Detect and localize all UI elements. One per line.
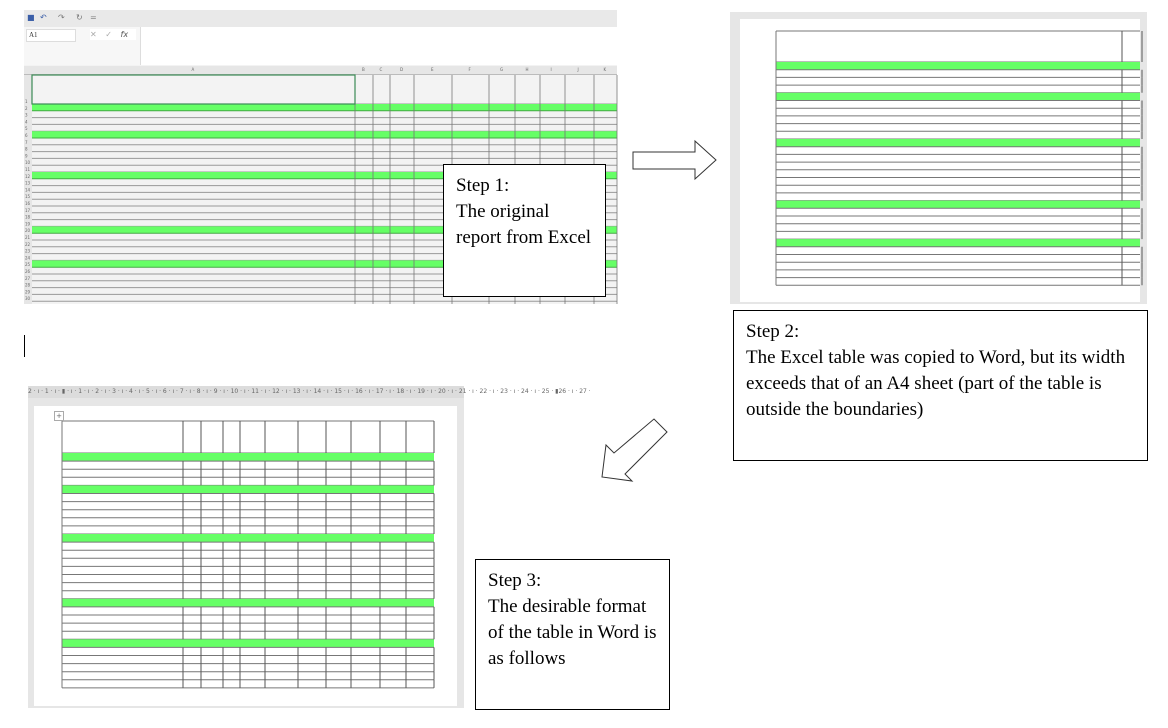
row-number: 15 <box>25 194 31 199</box>
step3-callout: Step 3: The desirable format of the tabl… <box>475 559 670 710</box>
row-number: 4 <box>25 119 28 124</box>
formula-input[interactable] <box>140 27 618 65</box>
redo-icon[interactable]: ↷ <box>58 13 65 22</box>
cancel-icon[interactable]: ✕ <box>90 30 97 39</box>
word-step2-screenshot <box>730 12 1147 304</box>
row-number: 29 <box>25 289 31 294</box>
highlighted-row <box>32 172 617 179</box>
step2-callout: Step 2: The Excel table was copied to Wo… <box>733 310 1148 461</box>
row-number: 9 <box>25 153 28 158</box>
row-number: 16 <box>25 201 31 206</box>
row-number: 27 <box>25 276 31 281</box>
highlighted-row <box>776 239 1140 247</box>
highlighted-row <box>776 139 1140 147</box>
row-number: 10 <box>25 160 31 165</box>
row-number: 20 <box>25 228 31 233</box>
row-number: 3 <box>25 113 28 118</box>
row-number: 23 <box>25 249 31 254</box>
row-number: 17 <box>25 208 31 213</box>
step2-title: Step 2: <box>746 321 800 342</box>
highlighted-row <box>62 485 434 494</box>
column-header[interactable]: G <box>500 67 504 72</box>
column-headers: A B C D E F G H I J K <box>24 66 617 75</box>
row-number: 8 <box>25 147 28 152</box>
step3-body: The desirable format of the table in Wor… <box>488 596 657 669</box>
highlighted-row <box>32 260 617 268</box>
row-header-column <box>24 75 32 304</box>
row-number: 18 <box>25 215 31 220</box>
row-number: 2 <box>25 106 28 111</box>
formula-bar: A1 ✕ ✓ fx <box>24 27 618 65</box>
name-box[interactable]: A1 <box>26 29 76 42</box>
step2-body: The Excel table was copied to Word, but … <box>746 347 1126 420</box>
word-step3-screenshot: 2 · ı · 1 · ı · ▮ · ı · 1 · ı · 2 · ı · … <box>28 386 591 708</box>
highlighted-row <box>32 104 617 111</box>
selected-cell-a1 <box>31 74 356 105</box>
column-header[interactable]: I <box>550 67 552 72</box>
down-left-arrow-icon <box>601 418 668 482</box>
step1-body: The original report from Excel <box>456 201 592 248</box>
overflowing-table <box>775 30 1143 286</box>
highlighted-row <box>62 598 434 607</box>
row-number: 14 <box>25 187 31 192</box>
word-page <box>740 19 1143 302</box>
row-number: 24 <box>25 255 31 260</box>
column-header[interactable]: C <box>379 67 383 72</box>
enter-icon[interactable]: ✓ <box>105 30 112 39</box>
row-number: 19 <box>25 221 31 226</box>
text-cursor <box>24 335 25 357</box>
row-number: 5 <box>25 126 28 131</box>
table-move-handle-icon[interactable]: + <box>54 411 64 421</box>
quick-access-toolbar: ■ ↶ ↷ ↻ = <box>24 10 617 27</box>
highlighted-row <box>62 639 434 648</box>
column-header[interactable]: F <box>468 67 471 72</box>
highlighted-row <box>32 226 617 234</box>
right-arrow-icon <box>632 139 717 181</box>
row-number: 1 <box>25 99 28 104</box>
highlighted-row <box>32 131 617 138</box>
highlighted-row <box>62 534 434 543</box>
step1-title: Step 1: <box>456 175 510 196</box>
highlighted-row <box>776 92 1140 101</box>
column-header[interactable]: H <box>525 67 529 72</box>
row-number: 28 <box>25 283 31 288</box>
formula-buttons: ✕ ✓ fx <box>90 29 136 40</box>
fx-icon[interactable]: fx <box>120 30 129 39</box>
row-number: 22 <box>25 242 31 247</box>
column-header[interactable]: J <box>577 67 579 72</box>
row-number: 26 <box>25 269 31 274</box>
highlighted-row <box>776 62 1140 70</box>
customize-toolbar-icon[interactable]: = <box>90 13 97 22</box>
step1-callout: Step 1: The original report from Excel <box>443 164 606 297</box>
row-number: 6 <box>25 133 28 138</box>
row-number: 21 <box>25 235 31 240</box>
row-number: 12 <box>25 174 31 179</box>
highlighted-row <box>776 200 1140 209</box>
row-number: 13 <box>25 181 31 186</box>
row-number: 11 <box>25 167 31 172</box>
horizontal-ruler[interactable]: 2 · ı · 1 · ı · ▮ · ı · 1 · ı · 2 · ı · … <box>28 386 591 398</box>
row-number: 25 <box>25 262 31 267</box>
row-number: 30 <box>25 296 31 301</box>
step3-title: Step 3: <box>488 570 542 591</box>
column-header[interactable]: A <box>191 67 195 72</box>
column-header[interactable]: B <box>362 67 365 72</box>
refresh-icon[interactable]: ↻ <box>76 13 83 22</box>
spreadsheet-grid[interactable]: 1234567891011121314151617181920212223242… <box>24 74 618 304</box>
column-header[interactable]: K <box>603 67 607 72</box>
column-header[interactable]: D <box>400 67 404 72</box>
row-number: 7 <box>25 140 28 145</box>
fitted-table <box>61 420 435 689</box>
highlighted-row <box>62 453 434 462</box>
save-icon[interactable]: ■ <box>27 13 35 22</box>
column-header[interactable]: E <box>431 67 434 72</box>
undo-icon[interactable]: ↶ <box>40 13 47 22</box>
word-page: + <box>34 406 457 706</box>
